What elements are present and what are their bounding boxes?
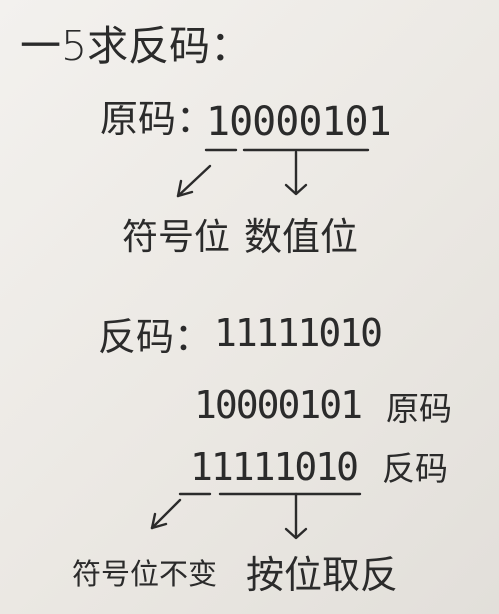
original-row-tag: 原码	[386, 389, 452, 428]
sign-bit-caption: 符号位	[122, 217, 231, 258]
bitwise-invert-caption: 按位取反	[246, 553, 399, 597]
sign-bit-arrow-head	[176, 179, 194, 198]
original-code-bits: 10000101	[206, 99, 392, 145]
inverse-code-bits: 11111010	[214, 311, 383, 355]
original-code-label: 原码：	[100, 97, 215, 141]
page-title: 一5求反码：	[20, 22, 252, 70]
value-bits-caption: 数值位	[244, 215, 359, 259]
value-bits-arrow-head-2	[284, 527, 308, 540]
original-row-bits: 10000101	[194, 383, 363, 427]
value-bits-arrow-head	[284, 183, 308, 196]
sign-bit-unchanged-caption: 符号位不变	[72, 557, 218, 591]
inverse-row-tag: 反码	[382, 449, 448, 488]
sign-bit-arrow-shaft	[176, 164, 212, 198]
sign-bit-arrow-head-2	[150, 512, 168, 530]
sign-bit-arrow-shaft-2	[150, 498, 182, 530]
inverse-code-label: 反码：	[98, 315, 213, 359]
inverse-row-bits: 11111010	[190, 445, 359, 489]
